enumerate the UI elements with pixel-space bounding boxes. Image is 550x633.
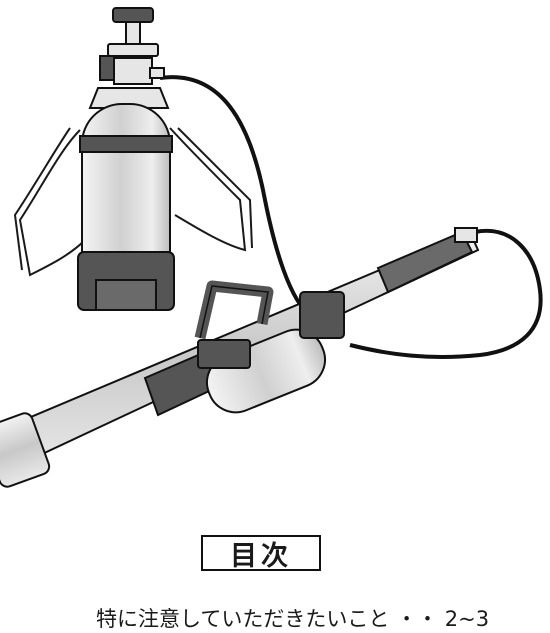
toc-heading: 目次	[230, 540, 292, 572]
toc-entry-leader: ・・	[396, 607, 439, 631]
toc-entry-text: 特に注意していただきたいこと	[96, 607, 390, 631]
toc-entry-pages: 2~3	[444, 607, 490, 631]
rear-grip	[376, 230, 474, 294]
wand	[0, 227, 480, 488]
tank	[77, 7, 175, 311]
toc-entry[interactable]: 特に注意していただきたいこと ・・ 2~3	[96, 603, 489, 633]
pump-handle-icon	[112, 7, 154, 23]
nozzle	[0, 412, 51, 488]
harness-straps	[13, 127, 253, 277]
tank-upper-band	[79, 135, 173, 153]
toc-heading-box: 目次	[201, 535, 321, 572]
sprayer-illustration	[0, 7, 543, 488]
hose	[159, 75, 543, 359]
cylinder	[206, 328, 326, 414]
